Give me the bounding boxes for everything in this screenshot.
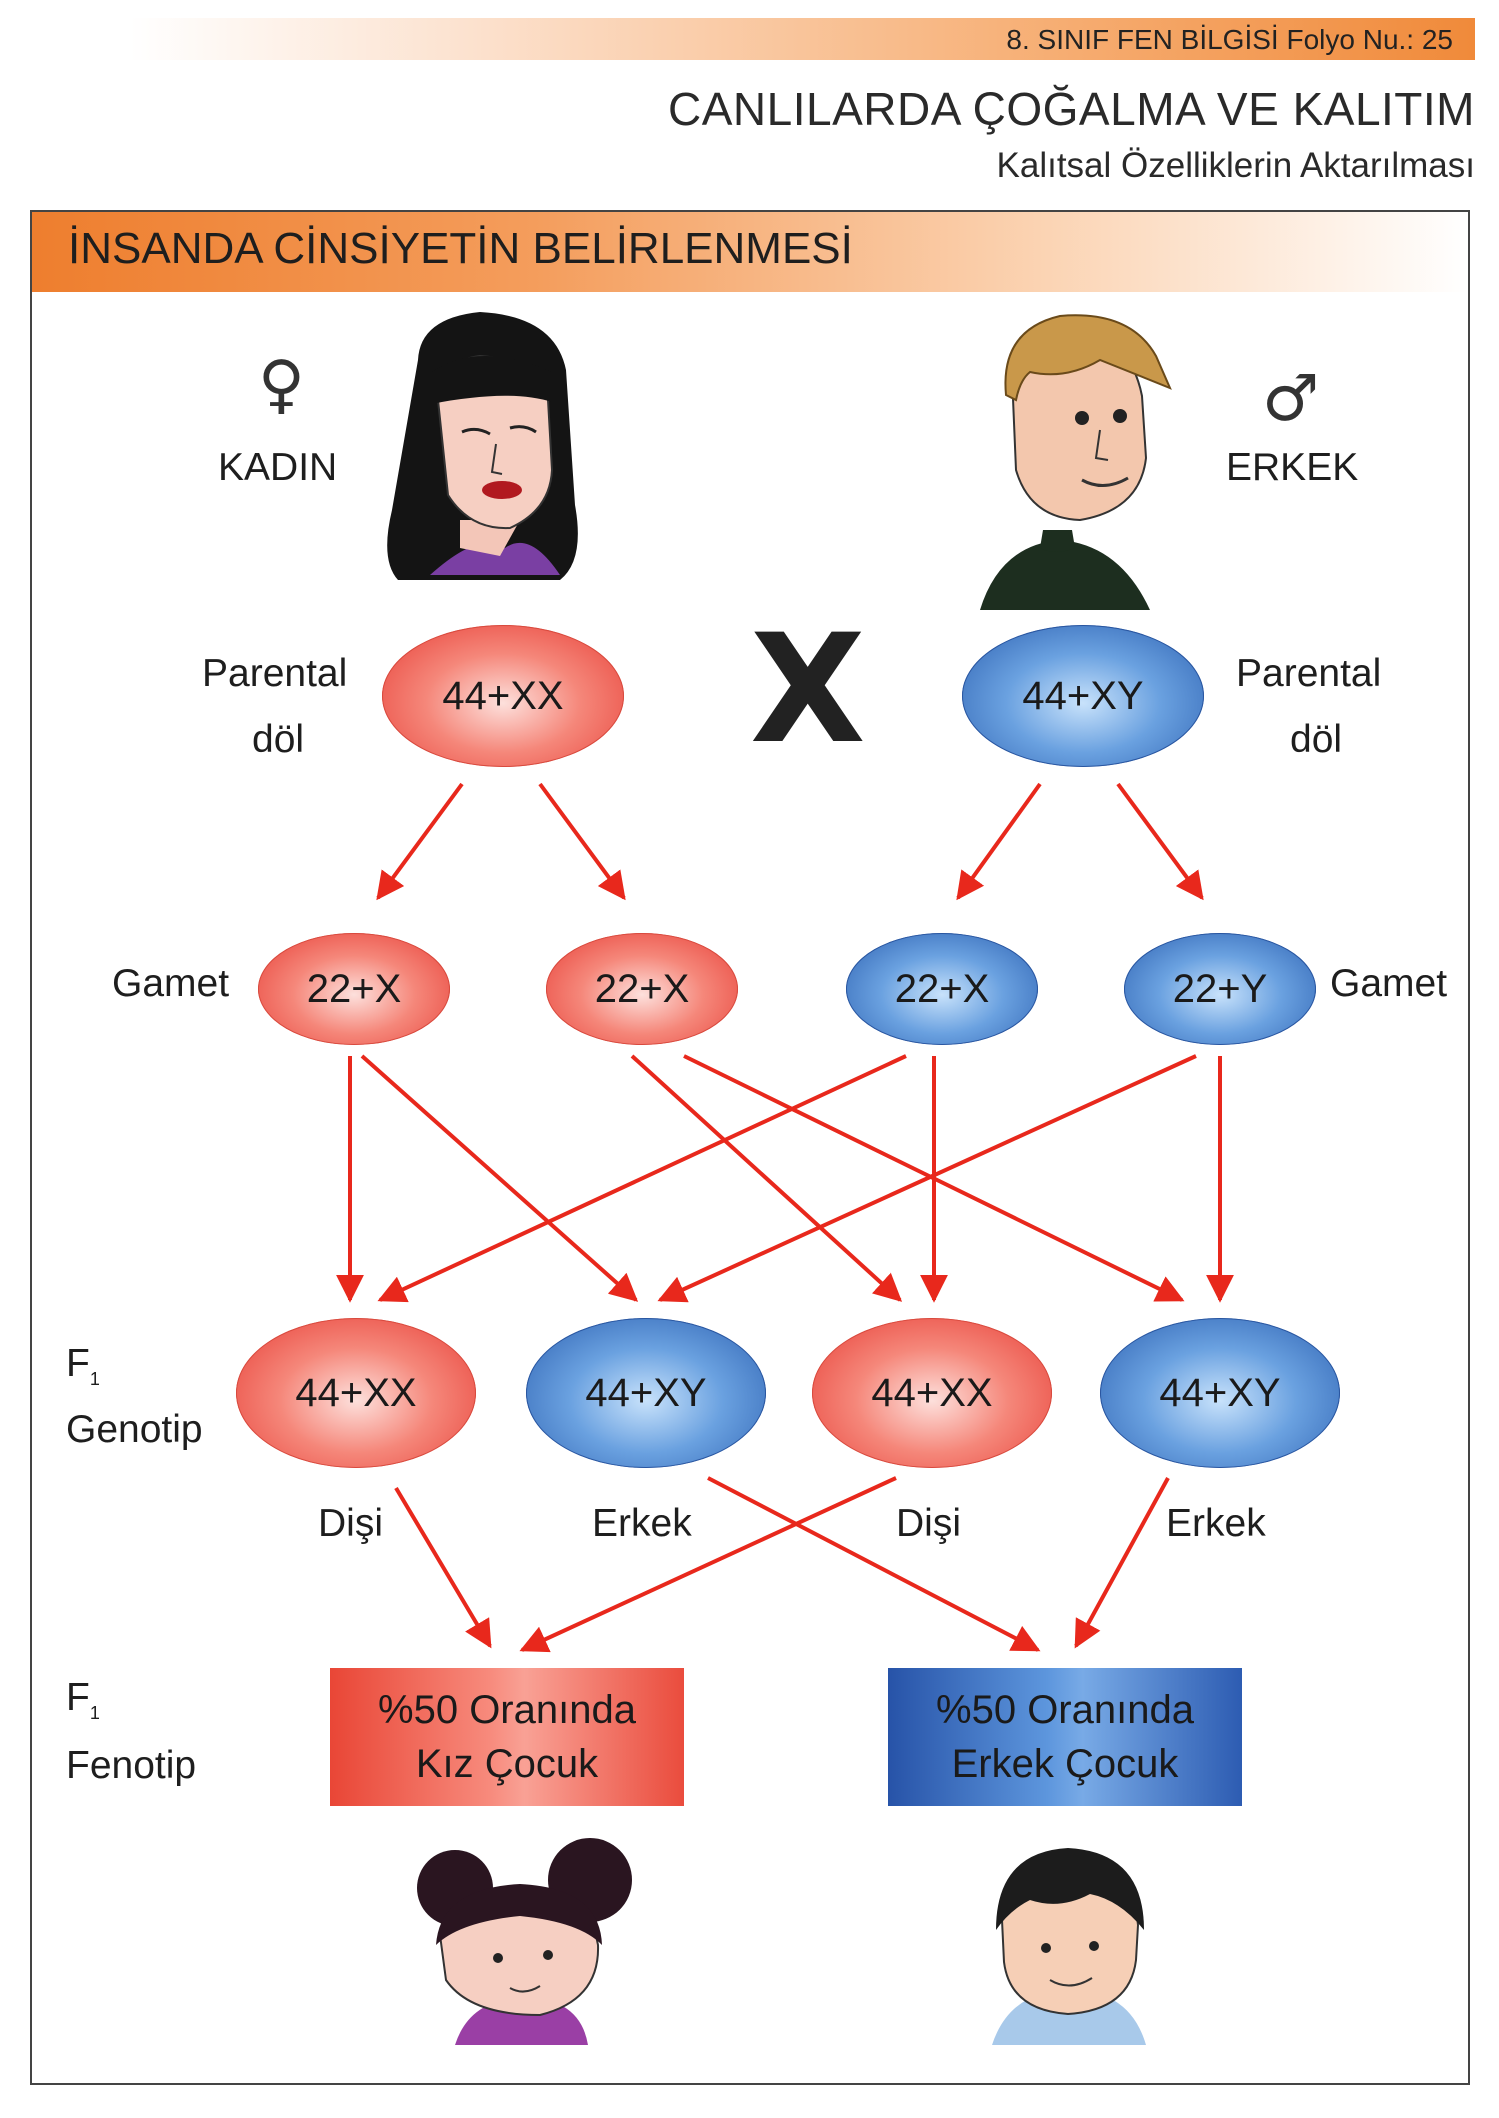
folio-number: 8. SINIF FEN BİLGİSİ Folyo Nu.: 25 <box>1006 24 1453 55</box>
section-bar <box>32 212 1468 292</box>
f1-sex-3: Dişi <box>896 1502 961 1545</box>
arrow <box>376 782 464 901</box>
arrow <box>630 1054 903 1302</box>
gamete-1: 22+X <box>258 933 450 1045</box>
female-symbol-icon: ♀ <box>258 348 305 422</box>
parental-label-left: Parental <box>202 652 348 695</box>
male-symbol-icon: ♂ <box>1262 362 1320 436</box>
arrow <box>394 1486 492 1649</box>
arrow <box>519 1476 897 1653</box>
phenotype-girl-line2: Kız Çocuk <box>415 1742 599 1786</box>
page-title: CANLILARDA ÇOĞALMA VE KALITIM <box>668 83 1475 135</box>
parent-gamete-arrows <box>376 782 1204 901</box>
arrow <box>360 1054 639 1302</box>
f1-genotype-1: 44+XX <box>236 1318 476 1468</box>
f1-phenotype-arrows <box>394 1476 1170 1653</box>
section-title: İNSANDA CİNSİYETİN BELİRLENMESİ <box>68 224 853 273</box>
phenotype-girl-box: %50 Oranında Kız Çocuk <box>330 1668 684 1806</box>
phenotype-boy-box: %50 Oranında Erkek Çocuk <box>888 1668 1242 1806</box>
arrow <box>707 1476 1041 1652</box>
female-parent-genotype: 44+XX <box>382 625 624 767</box>
arrow <box>956 782 1042 901</box>
gamete-label-right: Gamet <box>1330 962 1448 1005</box>
content-frame <box>30 210 1470 2085</box>
boy-illustration <box>992 1848 1146 2045</box>
f1-genotype-4: 44+XY <box>1100 1318 1340 1468</box>
male-parent-genotype: 44+XY <box>962 625 1204 767</box>
parental-label-right: Parental <box>1236 652 1382 695</box>
male-label: ERKEK <box>1226 446 1359 489</box>
gamete-4: 22+Y <box>1124 933 1316 1045</box>
f1-sex-2: Erkek <box>592 1502 692 1545</box>
parental-label-right-2: döl <box>1290 718 1343 761</box>
man-illustration <box>980 314 1172 610</box>
f1-sex-4: Erkek <box>1166 1502 1266 1545</box>
parental-label-left-2: döl <box>252 718 305 761</box>
page-subtitle: Kalıtsal Özelliklerin Aktarılması <box>996 146 1475 185</box>
gamete-label-left: Gamet <box>112 962 230 1005</box>
woman-illustration <box>387 312 578 580</box>
female-label: KADIN <box>218 446 338 489</box>
f1-phenotype-label: Fenotip <box>66 1744 197 1787</box>
arrow <box>377 1054 907 1303</box>
f1-genotype-f: F1 <box>66 1342 100 1389</box>
gamete-f1-arrows <box>336 1054 1234 1303</box>
arrow <box>538 782 626 901</box>
phenotype-boy-line2: Erkek Çocuk <box>951 1742 1179 1786</box>
girl-illustration <box>417 1838 632 2045</box>
f1-genotype-3: 44+XX <box>812 1318 1052 1468</box>
cross-symbol: X <box>750 603 866 777</box>
phenotype-boy-line1: %50 Oranında <box>936 1688 1194 1732</box>
arrow <box>657 1054 1197 1303</box>
f1-genotype-2: 44+XY <box>526 1318 766 1468</box>
arrow <box>1074 1477 1170 1649</box>
gamete-3: 22+X <box>846 933 1038 1045</box>
f1-phenotype-f: F1 <box>66 1676 100 1723</box>
f1-sex-1: Dişi <box>318 1502 383 1545</box>
header-bar: 8. SINIF FEN BİLGİSİ Folyo Nu.: 25 <box>130 18 1475 60</box>
arrow <box>1116 782 1204 901</box>
phenotype-girl-line1: %50 Oranında <box>378 1688 636 1732</box>
gamete-2: 22+X <box>546 933 738 1045</box>
f1-genotype-label: Genotip <box>66 1408 203 1451</box>
